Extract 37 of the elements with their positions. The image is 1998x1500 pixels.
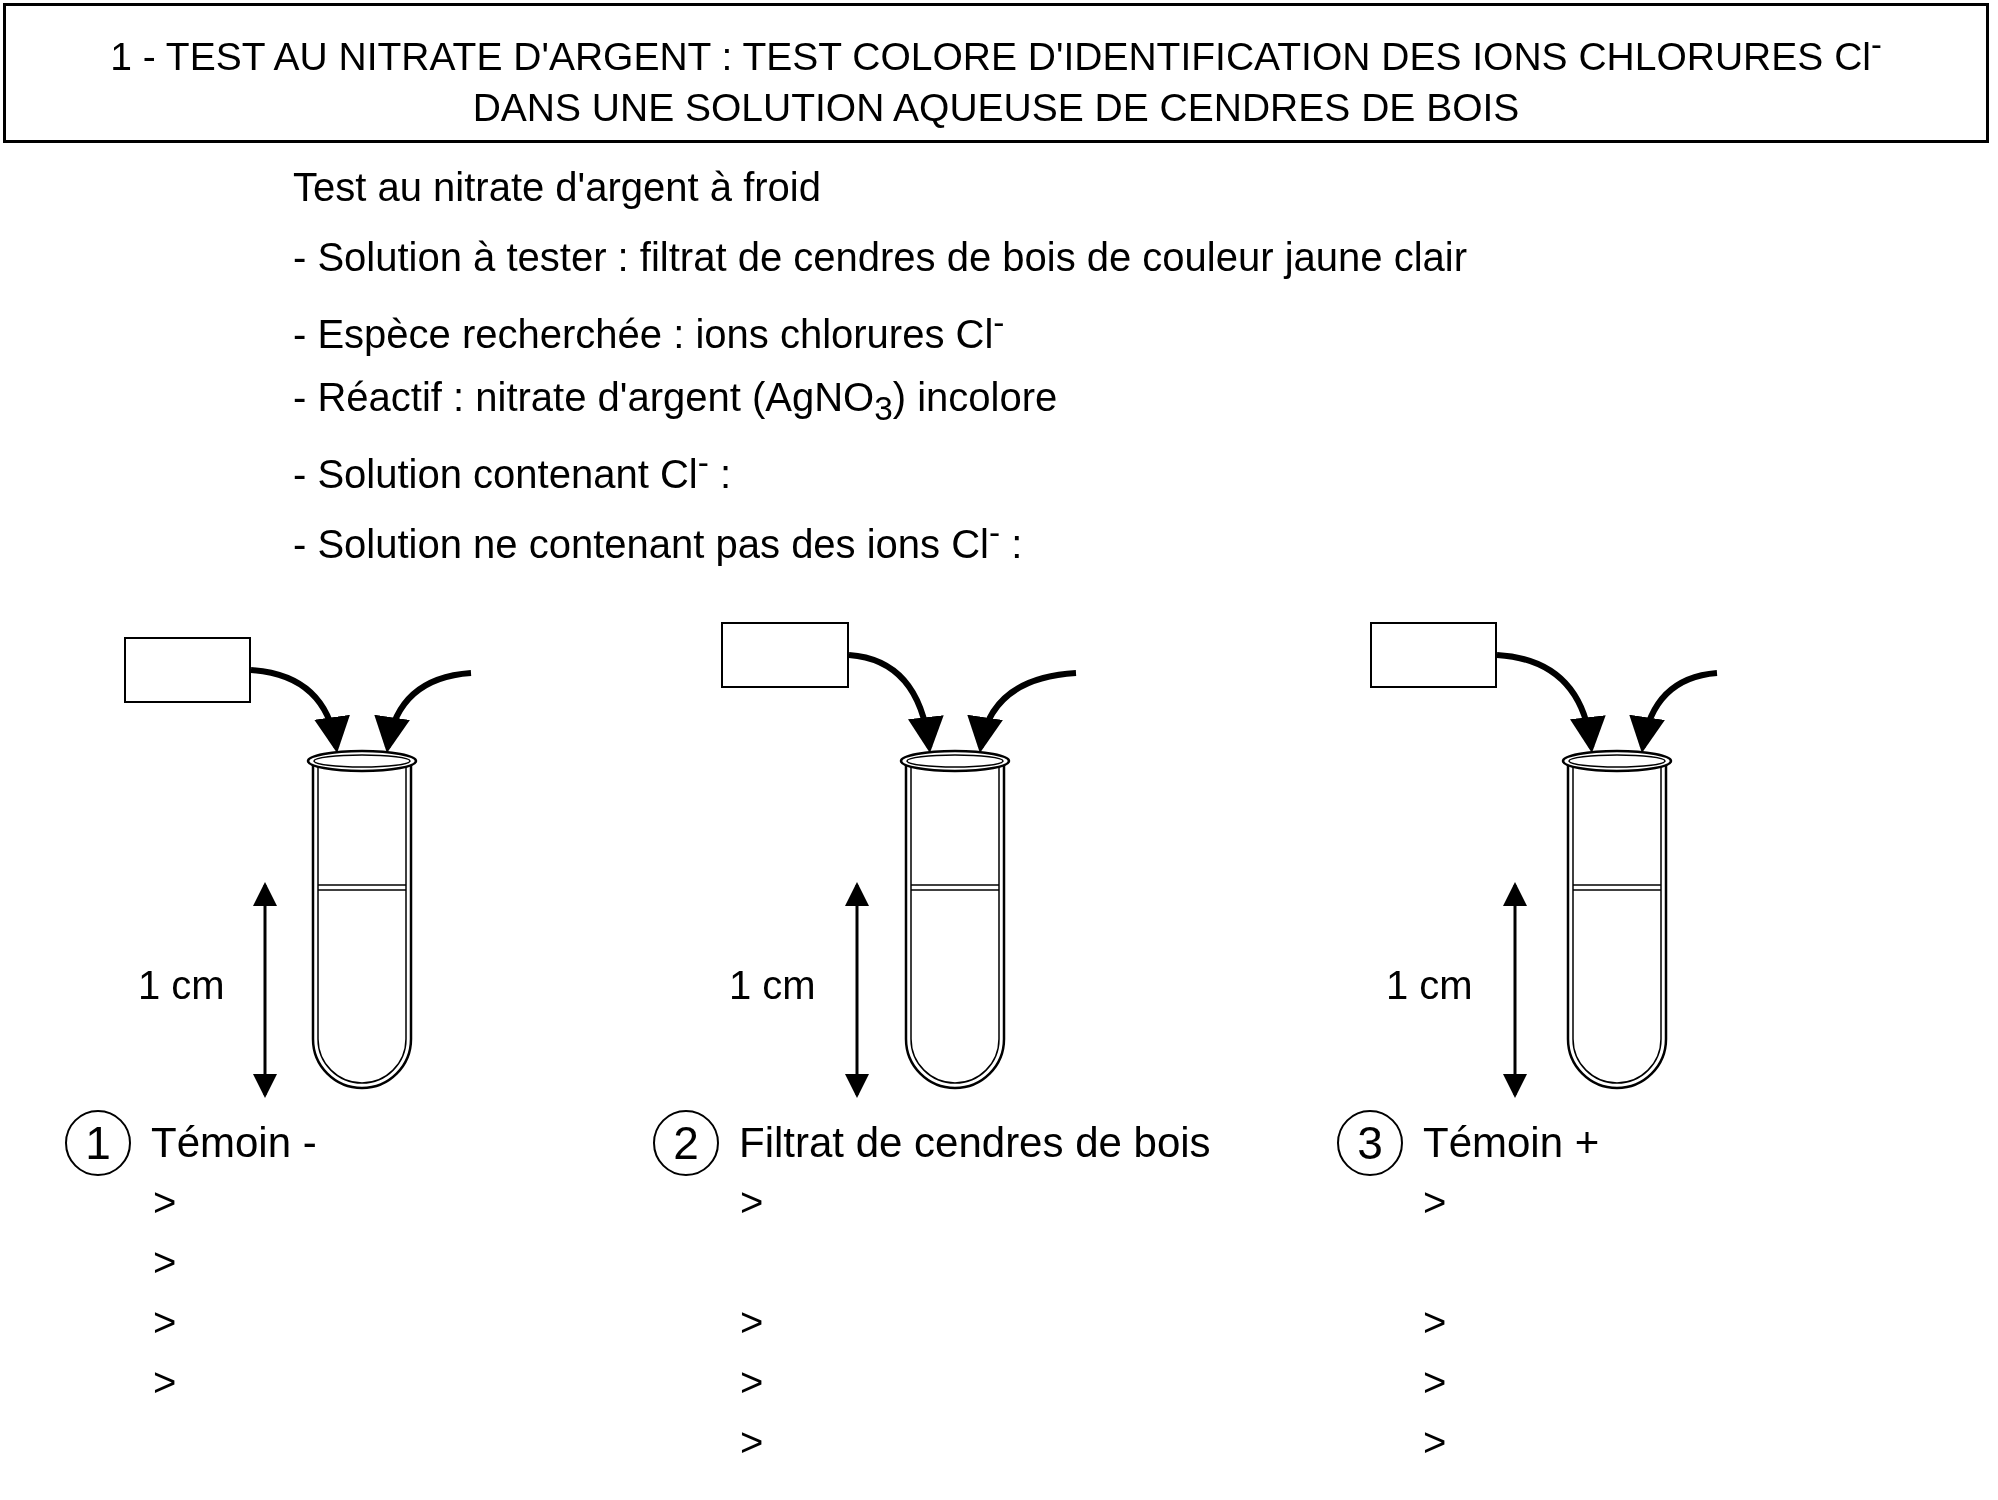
dimension-label: 1 cm (1386, 963, 1473, 1007)
answer-marker: > (740, 1180, 764, 1224)
dimension-label: 1 cm (729, 963, 816, 1007)
answer-marker: > (1423, 1300, 1447, 1344)
answer-box (1370, 622, 1497, 688)
answer-marker: > (740, 1300, 764, 1344)
answer-marker: > (1423, 1180, 1447, 1224)
arrow (375, 670, 472, 753)
answer-marker: > (1423, 1360, 1447, 1404)
dimension-label: 1 cm (138, 963, 225, 1007)
answer-marker: > (740, 1360, 764, 1404)
text-line: Test au nitrate d'argent à froid (293, 165, 821, 209)
text-line: - Solution contenant Cl$^{-}$ : (293, 445, 732, 497)
arrow (968, 670, 1077, 753)
answer-marker: > (153, 1240, 177, 1284)
arrow (250, 667, 349, 753)
answer-marker: > (153, 1180, 177, 1224)
step-number: 1 (65, 1110, 131, 1176)
answer-marker: > (153, 1300, 177, 1344)
answer-marker: > (740, 1420, 764, 1464)
arrow (1496, 652, 1605, 753)
tube-caption: Témoin - (151, 1119, 317, 1167)
tube-caption: Témoin + (1423, 1119, 1600, 1167)
text-line: - Solution ne contenant pas des ions Cl$^{-}$ : (293, 515, 1023, 567)
step-number: 3 (1337, 1110, 1403, 1176)
title: 1 - TEST AU NITRATE D'ARGENT : TEST COLORE D'IDENTIFICATION DES IONS CHLORURES Cl$^{-}$ DANS UNE SOLUTION AQUEUSE DE CENDRES DE BOIS (3, 3, 1989, 143)
text-line: - Espèce recherchée : ions chlorures Cl$^{-}$ (293, 305, 1005, 357)
text-line: - Solution à tester : filtrat de cendres de bois de couleur jaune clair (293, 235, 1467, 279)
answer-box (721, 622, 849, 688)
tube-caption: Filtrat de cendres de bois (739, 1119, 1211, 1167)
text-line: - Réactif : nitrate d'argent (AgNO$_{3}$) incolore (293, 375, 1058, 428)
arrow (848, 652, 943, 753)
answer-marker: > (1423, 1420, 1447, 1464)
answer-marker: > (153, 1360, 177, 1404)
arrow (1630, 670, 1718, 753)
step-number: 2 (653, 1110, 719, 1176)
answer-box (124, 637, 251, 703)
